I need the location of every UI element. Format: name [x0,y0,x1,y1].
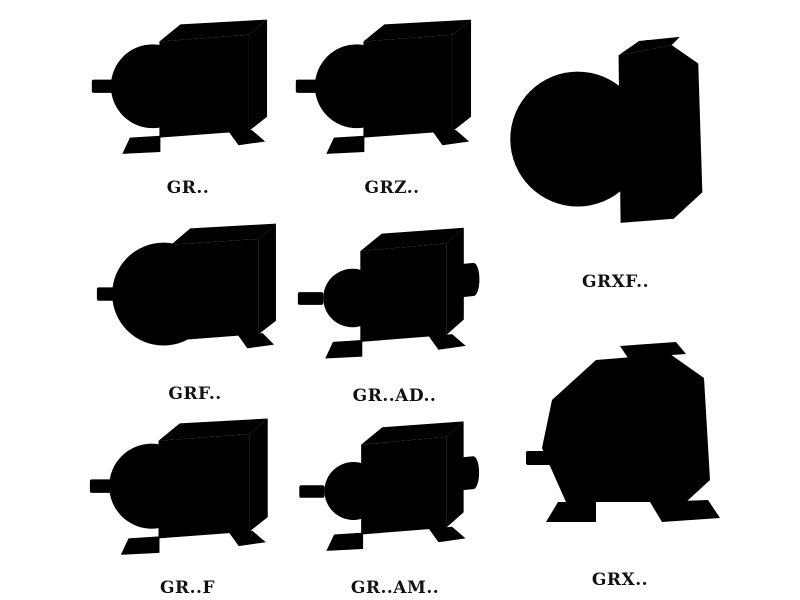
gearbox-flange-front-drawing [498,0,733,272]
figure-label-gr-f: GR..F [159,578,216,598]
gearbox-foot-mounted-variant-drawing [292,4,492,178]
figure-gr-f: GR..F [85,404,290,600]
figure-grxf: GRXF.. [498,0,733,294]
figure-label-gr-ad: GR..AD.. [352,386,437,406]
gearbox-input-adapter-ghost-drawing [292,210,497,386]
figure-grx: GRX.. [500,300,740,592]
figure-grf: GRF.. [95,208,295,406]
gearbox-large-foot-mounted-drawing [500,300,740,570]
gearbox-flange-mounted-drawing [95,208,295,384]
figure-label-gr-am: GR..AM.. [350,578,440,598]
figure-label-gr: GR.. [166,178,210,198]
figure-label-grf: GRF.. [168,384,222,404]
gearbox-motor-adapter-ghost-drawing [290,404,500,578]
figure-gr-am: GR..AM.. [290,404,500,600]
figure-label-grx: GRX.. [591,570,649,590]
gearbox-foot-mounted-drawing [88,4,288,178]
figure-label-grz: GRZ.. [364,178,420,198]
figure-gr-ad: GR..AD.. [292,210,497,408]
gearbox-foot-flange-drawing [85,404,290,578]
figure-gr: GR.. [88,4,288,200]
figure-label-grxf: GRXF.. [581,272,650,292]
figure-grz: GRZ.. [292,4,492,200]
